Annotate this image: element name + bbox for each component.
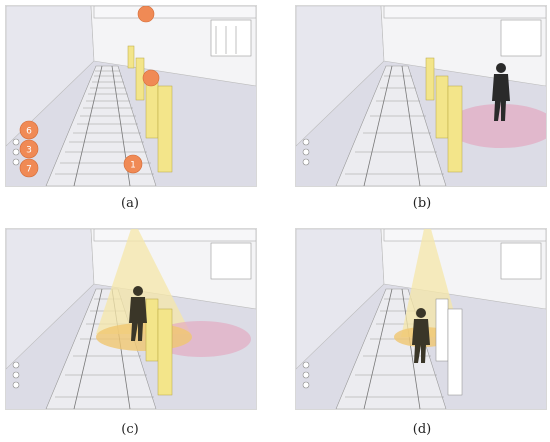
marker-3: 3 bbox=[19, 139, 39, 159]
scene-c bbox=[6, 229, 256, 409]
panel-a: 6 3 7 1 bbox=[5, 5, 257, 187]
barriers bbox=[127, 45, 173, 173]
scene-a: 6 3 7 1 bbox=[6, 6, 256, 186]
ceiling-beam bbox=[93, 6, 256, 19]
panel-d bbox=[295, 228, 547, 410]
marker-mid bbox=[142, 69, 160, 87]
marker-7: 7 bbox=[19, 158, 39, 178]
marker-1: 1 bbox=[123, 154, 143, 174]
marker-6-label: 6 bbox=[26, 127, 32, 137]
marker-3-label: 3 bbox=[26, 146, 32, 156]
light-cone bbox=[96, 229, 191, 334]
barriers bbox=[425, 57, 463, 173]
sleepers bbox=[55, 70, 154, 175]
marker-top bbox=[137, 6, 155, 23]
caption-b: (b) bbox=[412, 196, 432, 211]
machinery bbox=[210, 19, 252, 57]
caption-d: (d) bbox=[412, 422, 432, 437]
scene-d bbox=[296, 229, 546, 409]
panel-c bbox=[5, 228, 257, 410]
rail-left bbox=[73, 65, 103, 186]
marker-6: 6 bbox=[19, 120, 39, 140]
marker-7-label: 7 bbox=[26, 165, 32, 175]
person-silhouette bbox=[129, 286, 147, 341]
caption-c: (c) bbox=[121, 422, 139, 437]
barriers bbox=[145, 298, 173, 396]
barriers bbox=[435, 298, 463, 396]
danger-zone bbox=[446, 104, 546, 148]
floor-spot bbox=[96, 323, 192, 351]
scene-b bbox=[296, 6, 546, 186]
panel-b bbox=[295, 5, 547, 187]
marker-1-label: 1 bbox=[130, 161, 136, 171]
caption-a: (a) bbox=[121, 196, 139, 211]
person-silhouette bbox=[412, 308, 430, 363]
person-silhouette bbox=[492, 63, 510, 121]
